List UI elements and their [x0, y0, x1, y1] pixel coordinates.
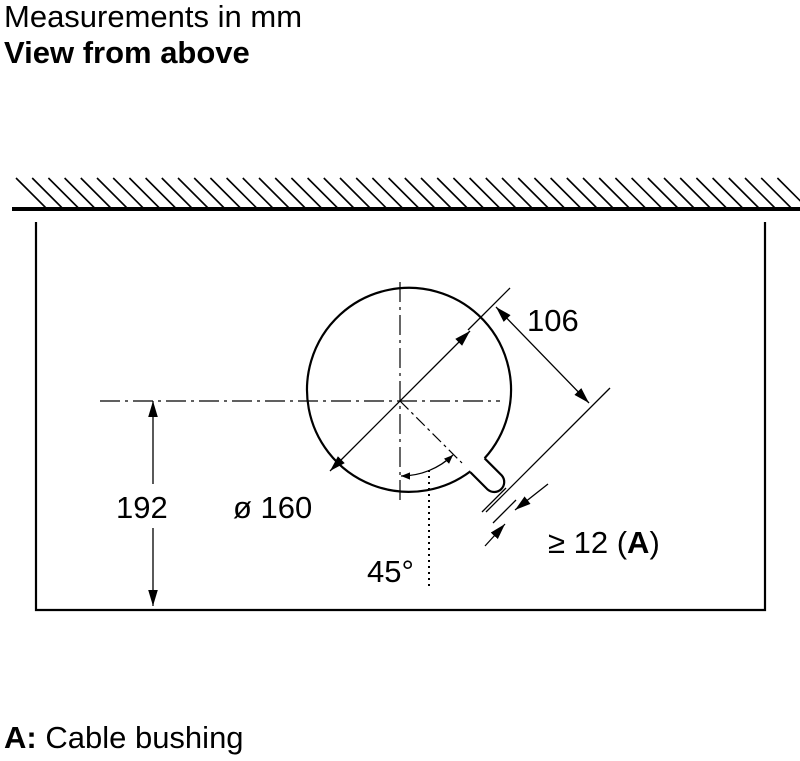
hatch-stroke [96, 177, 128, 209]
hatch-stroke [242, 177, 274, 209]
offset-dimension-label: 106 [527, 303, 579, 338]
hatch-stroke [47, 177, 79, 209]
hatch-stroke [355, 177, 387, 209]
legend: A: Cable bushing [4, 718, 244, 758]
hatch-stroke [436, 177, 468, 209]
height-label-background [113, 484, 185, 528]
wall-hatching [15, 177, 800, 209]
hatch-stroke [388, 177, 420, 209]
hatch-stroke [274, 177, 306, 209]
hatch-stroke [501, 177, 533, 209]
legend-text: Cable bushing [45, 720, 244, 755]
hatch-stroke [290, 177, 322, 209]
units-note: Measurements in mm [4, 0, 303, 34]
slot-extension-line-1 [481, 487, 507, 513]
hatch-stroke [112, 177, 144, 209]
offset-extension-line-2 [485, 387, 611, 513]
slot-extension-line-2 [492, 499, 517, 524]
hatch-stroke [80, 177, 112, 209]
hatch-stroke [728, 177, 760, 209]
hatch-stroke [161, 177, 193, 209]
slot-dimension-arrow-2 [484, 523, 506, 547]
diameter-label: ø 160 [233, 490, 312, 525]
hatch-stroke [614, 177, 646, 209]
hatch-stroke [177, 177, 209, 209]
hatch-stroke [15, 177, 47, 209]
wall [12, 177, 800, 211]
hatch-stroke [679, 177, 711, 209]
diagonal-centre-line [399, 400, 463, 464]
hatch-stroke [452, 177, 484, 209]
view-title: View from above [4, 35, 250, 70]
hatch-stroke [209, 177, 241, 209]
hatch-stroke [31, 177, 63, 209]
hatch-stroke [598, 177, 630, 209]
angle-arc [400, 454, 454, 480]
hatch-stroke [517, 177, 549, 209]
hatch-stroke [128, 177, 160, 209]
hatch-stroke [420, 177, 452, 209]
hatch-stroke [550, 177, 582, 209]
legend-key: A: [4, 720, 37, 755]
hatch-stroke [193, 177, 225, 209]
hatch-stroke [145, 177, 177, 209]
hatch-stroke [631, 177, 663, 209]
worktop-outline [34, 222, 767, 612]
hatch-stroke [258, 177, 290, 209]
hatch-stroke [760, 177, 792, 209]
slot-dimension-label: ≥ 12 (A) [548, 525, 660, 560]
hatch-stroke [776, 177, 800, 202]
hatch-stroke [533, 177, 565, 209]
diameter-dimension-line [329, 330, 471, 472]
offset-dimension-line [495, 306, 590, 404]
angle-label: 45° [367, 554, 414, 589]
hatch-stroke [566, 177, 598, 209]
hatch-stroke [469, 177, 501, 209]
hatch-stroke [404, 177, 436, 209]
offset-extension-line-1 [467, 287, 511, 331]
hatch-stroke [744, 177, 776, 209]
hatch-stroke [226, 177, 258, 209]
hatch-stroke [371, 177, 403, 209]
hatch-stroke [323, 177, 355, 209]
hatch-stroke [663, 177, 695, 209]
hatch-stroke [307, 177, 339, 209]
height-dimension-label: 192 [116, 490, 168, 525]
hatch-stroke [647, 177, 679, 209]
hatch-stroke [712, 177, 744, 209]
hatch-stroke [582, 177, 614, 209]
hatch-stroke [485, 177, 517, 209]
hatch-stroke [695, 177, 727, 209]
hatch-stroke [339, 177, 371, 209]
hatch-stroke [64, 177, 96, 209]
slot-dimension-arrow-1 [514, 483, 549, 511]
cable-bushing-slot [469, 457, 506, 494]
